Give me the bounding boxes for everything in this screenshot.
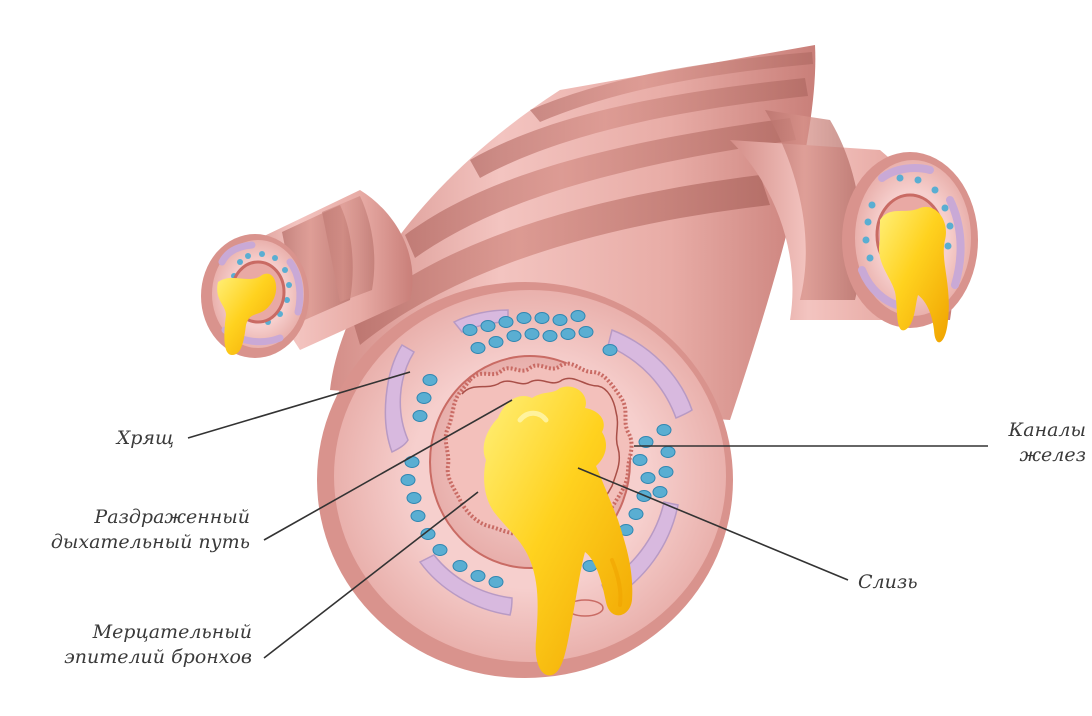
label-mucus-text: Слизь: [858, 570, 958, 595]
main-cross-section: [317, 282, 733, 678]
label-gland-ducts: Каналы желез: [960, 418, 1086, 468]
label-ciliated-epithelium-line1: Мерцательный: [0, 620, 252, 645]
label-mucus: Слизь: [858, 570, 958, 595]
label-irritated-airway-line1: Раздраженный: [0, 505, 250, 530]
label-cartilage-text: Хрящ: [60, 426, 174, 451]
label-gland-ducts-line1: Каналы: [960, 418, 1086, 443]
label-ciliated-epithelium: Мерцательный эпителий бронхов: [0, 620, 252, 670]
label-irritated-airway-line2: дыхательный путь: [0, 530, 250, 555]
label-irritated-airway: Раздраженный дыхательный путь: [0, 505, 250, 555]
left-branch-cross-section: [201, 234, 309, 358]
label-cartilage: Хрящ: [60, 426, 174, 451]
label-ciliated-epithelium-line2: эпителий бронхов: [0, 645, 252, 670]
label-gland-ducts-line2: желез: [960, 443, 1086, 468]
